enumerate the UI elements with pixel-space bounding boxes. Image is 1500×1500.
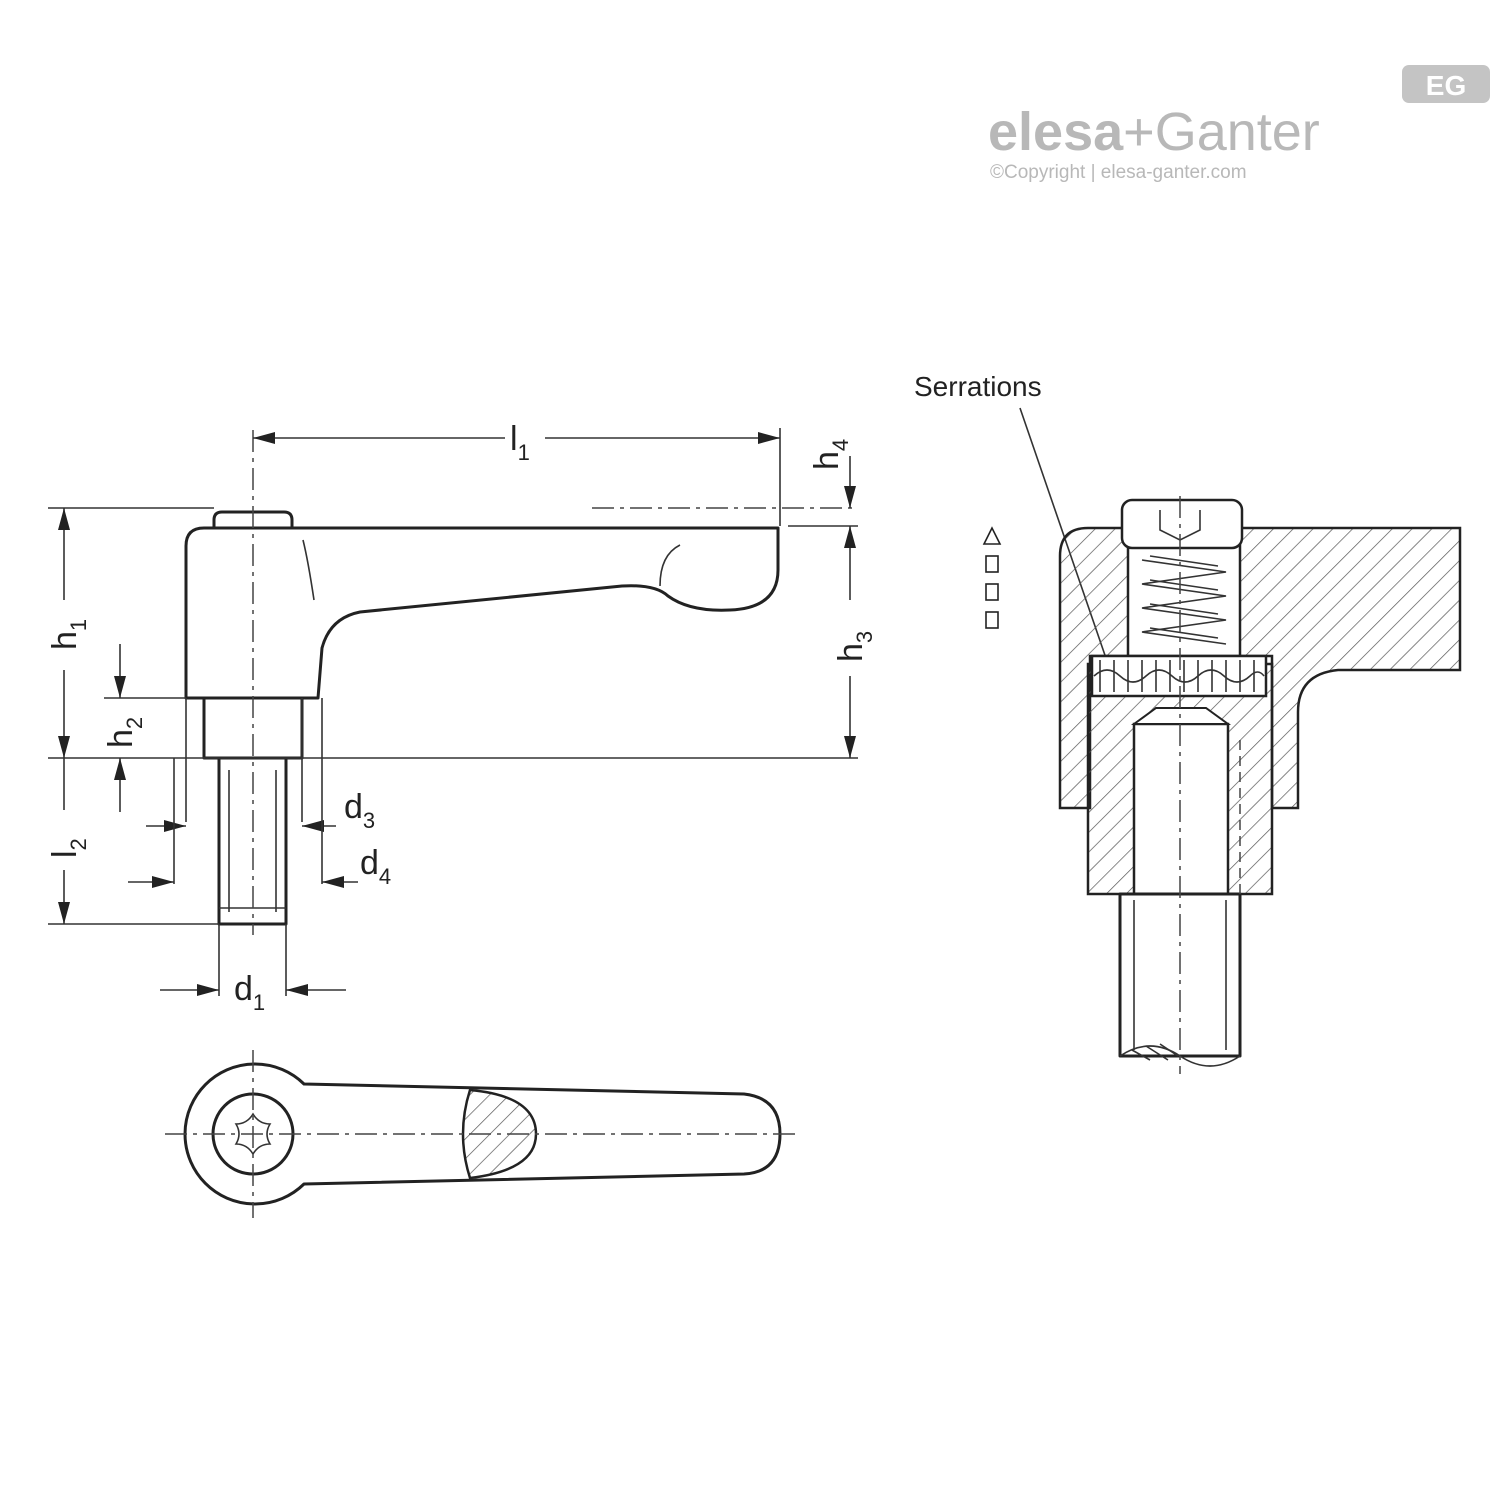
lift-direction-icon — [982, 526, 1002, 629]
lever-body — [184, 526, 780, 700]
brand-name-elesa: elesa — [988, 102, 1124, 162]
label-l2: l2 — [46, 838, 91, 858]
label-h2: h2 — [102, 717, 147, 748]
brand-badge — [1402, 65, 1490, 103]
brand-logo: EG elesa+Ganter ©Copyright | elesa-gante… — [988, 65, 1490, 183]
bore — [1132, 722, 1230, 896]
dimension-lines — [48, 428, 858, 996]
top-view — [165, 1050, 800, 1218]
brand-badge-text: EG — [1426, 70, 1466, 101]
label-d3: d3 — [344, 788, 375, 833]
spring — [1141, 555, 1227, 645]
label-d1: d1 — [234, 970, 265, 1015]
label-h3: h3 — [832, 631, 877, 662]
label-d4: d4 — [360, 844, 391, 889]
brand-copyright: ©Copyright | elesa-ganter.com — [990, 162, 1247, 183]
screw-head — [1120, 498, 1244, 550]
section-view: Serrations — [914, 371, 1462, 1074]
brand-name-ganter: Ganter — [1155, 102, 1320, 162]
label-l1: l1 — [510, 420, 530, 465]
label-h1: h1 — [46, 619, 91, 650]
serration-teeth — [1093, 660, 1265, 692]
brand-name: elesa+Ganter — [988, 102, 1320, 162]
dimension-labels: l1 h4 h3 h1 h2 l2 d3 d4 d1 — [46, 420, 877, 1015]
brand-name-plus: + — [1123, 102, 1155, 162]
side-view — [184, 430, 858, 935]
serrations-label: Serrations — [914, 371, 1042, 402]
label-h4: h4 — [808, 439, 853, 470]
